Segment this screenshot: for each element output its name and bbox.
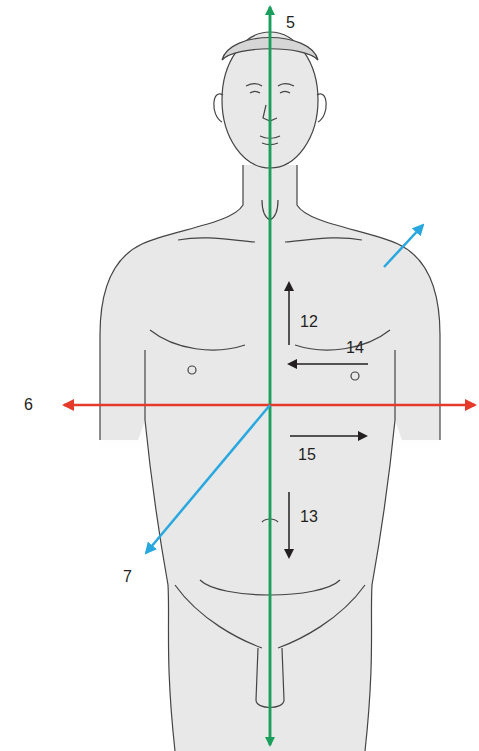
callout-number: 12 [300,313,318,331]
transverse-axis [270,404,475,407]
direction-arrow [288,283,290,345]
median-axis [269,7,272,745]
direction-arrow [288,492,290,557]
direction-arrow [290,435,366,437]
sagittal-axis [384,225,423,267]
callout-number: 5 [286,14,295,32]
callout-number: 14 [346,339,364,357]
direction-arrow [289,363,368,365]
median-axis [269,7,272,745]
sagittal-axis [146,405,270,553]
callout-number: 6 [24,396,33,414]
transverse-axis [64,404,270,407]
callout-number: 13 [300,508,318,526]
callout-number: 7 [123,568,132,586]
callout-number: 15 [298,446,316,464]
